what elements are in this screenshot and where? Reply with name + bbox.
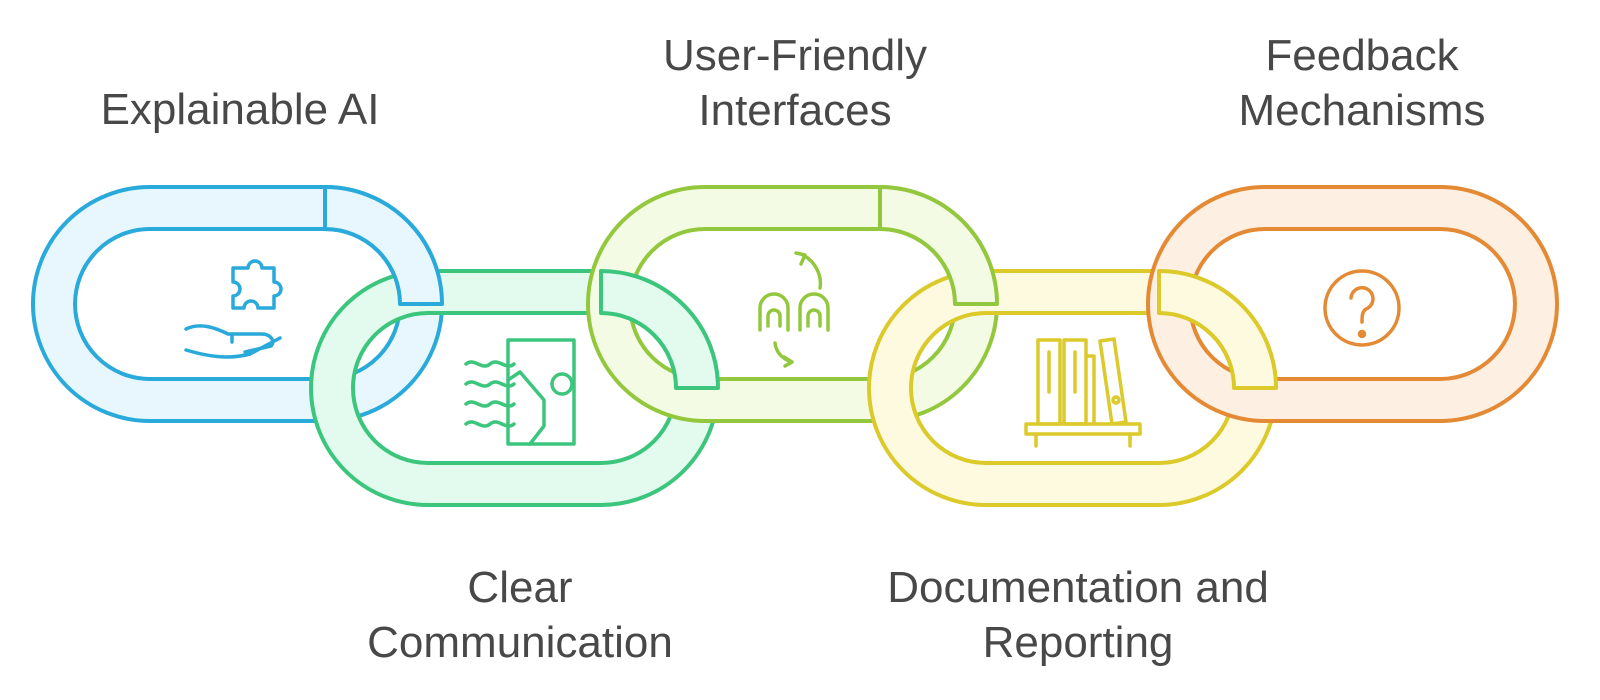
label-clear-communication-line-2: Communication: [367, 618, 673, 667]
label-user-friendly-interfaces: User-Friendly Interfaces: [663, 28, 927, 138]
label-clear-communication: Clear Communication: [367, 560, 673, 670]
label-explainable-ai-line-1: Explainable AI: [100, 85, 380, 134]
label-user-friendly-interfaces-line-2: Interfaces: [698, 86, 892, 135]
label-documentation-reporting-line-2: Reporting: [982, 618, 1174, 667]
label-feedback-mechanisms-line-2: Mechanisms: [1238, 86, 1486, 135]
label-explainable-ai: Explainable AI: [101, 82, 380, 137]
question-circle-icon: [1323, 269, 1401, 347]
interlock-overlay-4: [1157, 269, 1278, 390]
interlock-overlay-2: [599, 269, 720, 390]
label-documentation-reporting-line-1: Documentation and: [887, 563, 1269, 612]
swap-arrows-icon: [758, 251, 830, 368]
label-documentation-reporting: Documentation and Reporting: [887, 560, 1269, 670]
binders-shelf-icon: [1024, 337, 1142, 448]
label-feedback-mechanisms-line-1: Feedback: [1265, 31, 1459, 80]
label-clear-communication-line-1: Clear: [467, 563, 573, 612]
hand-puzzle-icon: [184, 259, 283, 359]
wind-door-icon: [464, 338, 576, 446]
chain-link-feedback-mechanisms: [1146, 185, 1559, 423]
interlock-overlay-1: [323, 185, 444, 306]
label-feedback-mechanisms: Feedback Mechanisms: [1239, 28, 1486, 138]
label-user-friendly-interfaces-line-1: User-Friendly: [662, 31, 928, 80]
interlock-overlay-3: [878, 185, 999, 306]
